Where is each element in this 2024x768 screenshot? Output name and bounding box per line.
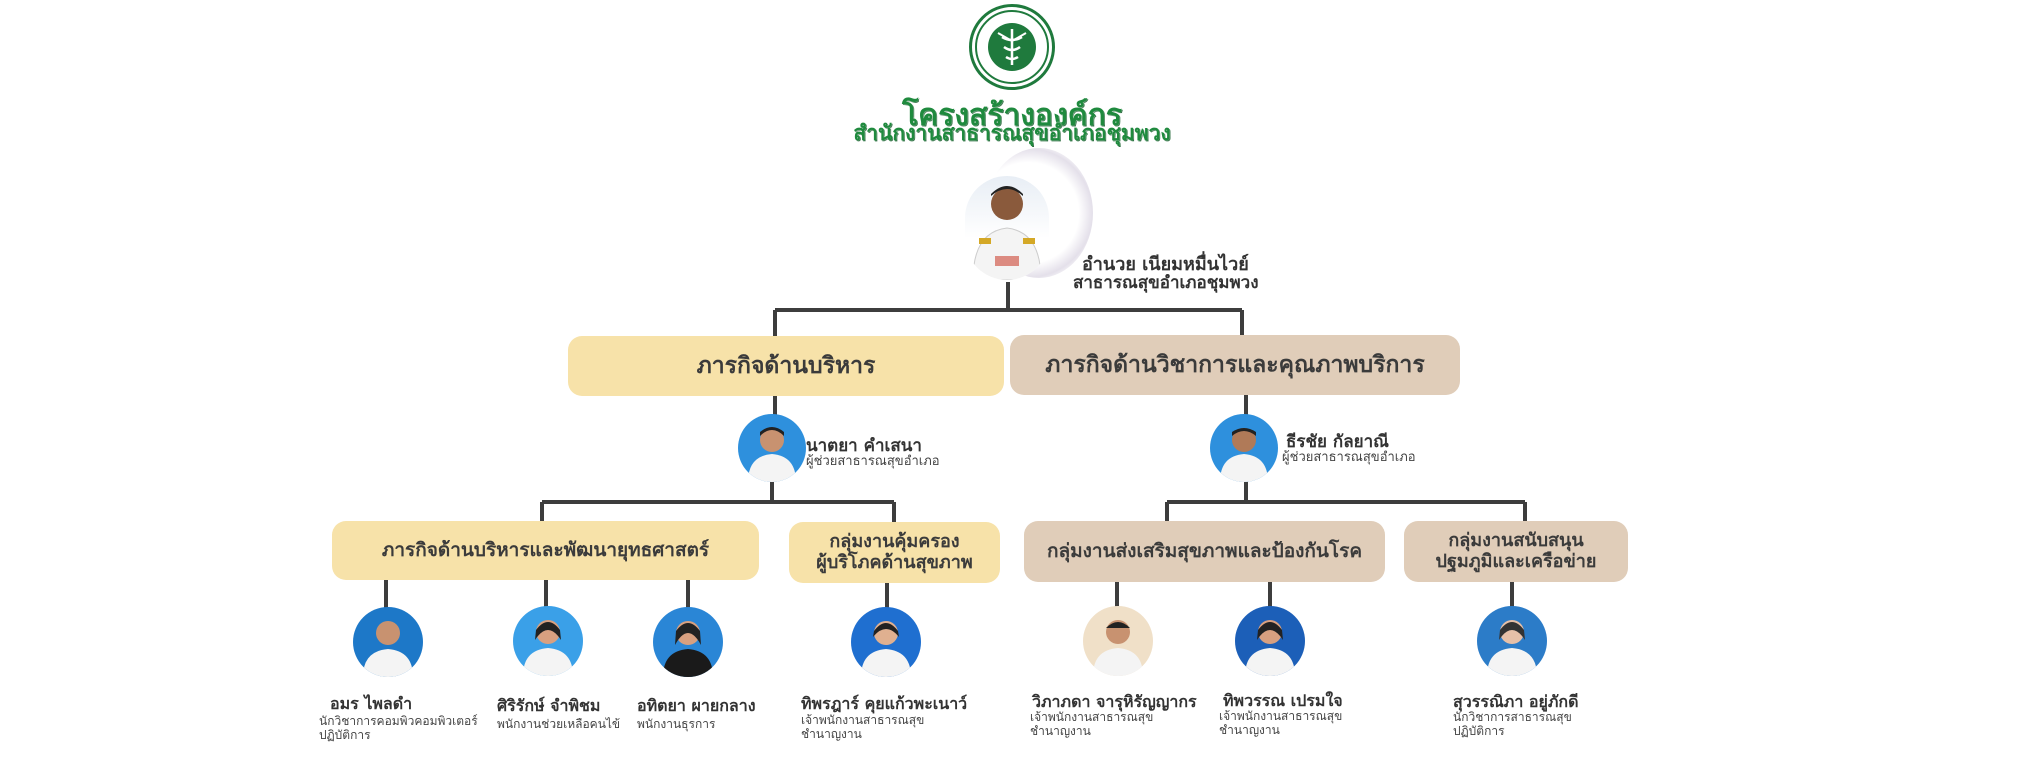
staff-name: อทิตยา ผายกลาง — [637, 696, 756, 715]
group-health-promotion-box: กลุ่มงานส่งเสริมสุขภาพและป้องกันโรค — [1024, 521, 1385, 582]
division-academic-box: ภารกิจด้านวิชาการและคุณภาพบริการ — [1010, 335, 1460, 395]
staff-role: พนักงานธุรการ — [637, 717, 716, 731]
staff-role: ชำนาญงาน — [801, 727, 862, 741]
staff-name: อมร ไพลดำ — [330, 694, 413, 713]
staff-role: ปฏิบัติการ — [1453, 724, 1505, 738]
assistant-right-name: ธีรชัย กัลยาณี — [1286, 432, 1389, 452]
staff-role: ปฏิบัติการ — [319, 728, 371, 742]
staff-name: วิภาภดา จารุหิรัญญากร — [1032, 692, 1197, 711]
head-role: สาธารณสุขอำเภอชุมพวง — [1073, 273, 1259, 293]
page-title: โครงสร้างองค์กร — [902, 98, 1122, 133]
assistant-left-name: นาตยา คำเสนา — [806, 436, 922, 456]
staff-name: สุวรรณิภา อยู่ภักดี — [1453, 692, 1579, 711]
assistant-right-role: ผู้ช่วยสาธารณสุขอำเภอ — [1282, 450, 1416, 465]
staff-name: ทิพวรรณ เปรมใจ — [1223, 691, 1343, 710]
staff-name: ทิพรฎาร์ คุยแก้วพะเนาว์ — [801, 694, 968, 713]
group-consumer-protection-box: กลุ่มงานคุ้มครอง ผู้บริโภคด้านสุขภาพ — [789, 522, 1000, 583]
page-subtitle: สำนักงานสาธารณสุขอำเภอชุมพวง — [853, 121, 1171, 145]
staff-role: ชำนาญงาน — [1030, 724, 1091, 738]
group-primary-care-line1: กลุ่มงานสนับสนุน — [1448, 529, 1584, 551]
staff-photo — [653, 607, 723, 677]
staff-name: ศิริรักษ์ จำพิชม — [497, 696, 601, 715]
staff-photo — [851, 607, 921, 677]
staff-photo — [1477, 606, 1547, 676]
staff-photo — [513, 606, 583, 676]
head-photo — [965, 176, 1049, 280]
staff-photo — [1083, 606, 1153, 676]
group-primary-care-box: กลุ่มงานสนับสนุน ปฐมภูมิและเครือข่าย — [1404, 521, 1628, 582]
staff-role: เจ้าพนักงานสาธารณสุข — [1219, 709, 1343, 723]
staff-role: พนักงานช่วยเหลือคนไข้ — [497, 717, 621, 731]
assistant-left-role: ผู้ช่วยสาธารณสุขอำเภอ — [806, 454, 940, 469]
staff-photo — [353, 607, 423, 677]
head-name: อำนวย เนียมหมื่นไวย์ — [1082, 254, 1249, 275]
ministry-logo — [969, 4, 1055, 90]
group-consumer-protection-line2: ผู้บริโภคด้านสุขภาพ — [816, 551, 973, 573]
staff-role: เจ้าพนักงานสาธารณสุข — [1030, 710, 1154, 724]
division-admin-box: ภารกิจด้านบริหาร — [568, 336, 1004, 396]
group-consumer-protection-line1: กลุ่มงานคุ้มครอง — [829, 530, 960, 552]
staff-role: ชำนาญงาน — [1219, 723, 1280, 737]
staff-role: นักวิชาการคอมพิวคอมพิวเตอร์ — [319, 714, 478, 728]
group-admin-strategy-box: ภารกิจด้านบริหารและพัฒนายุทธศาสตร์ — [332, 521, 759, 580]
staff-photo — [1235, 606, 1305, 676]
group-primary-care-line2: ปฐมภูมิและเครือข่าย — [1435, 550, 1597, 572]
staff-role: เจ้าพนักงานสาธารณสุข — [801, 713, 925, 727]
assistant-left-photo — [738, 414, 806, 482]
staff-role: นักวิชาการสาธารณสุข — [1453, 710, 1572, 724]
assistant-right-photo — [1210, 414, 1278, 482]
